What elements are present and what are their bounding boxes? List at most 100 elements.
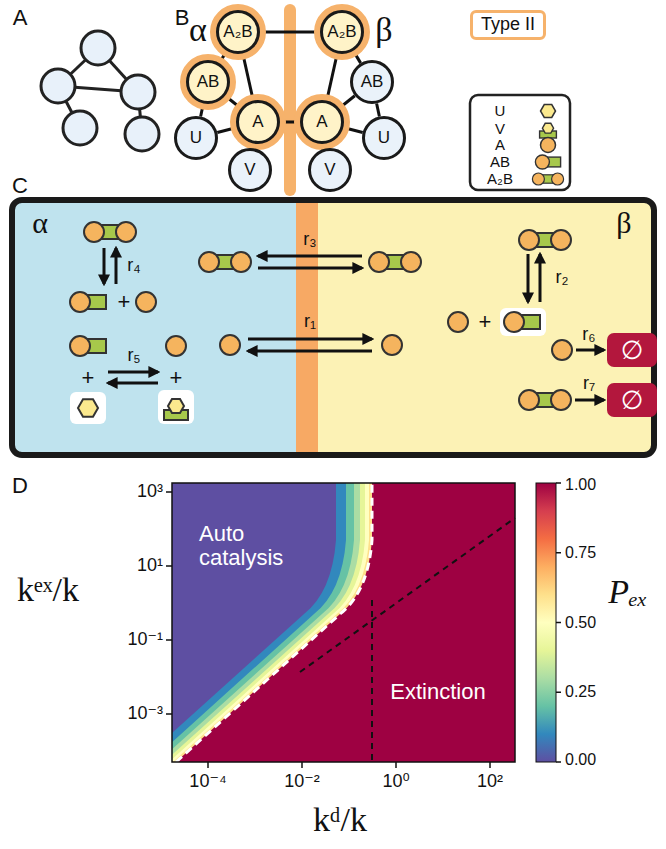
reaction-panel	[115, 248, 118, 284]
reaction-panel	[70, 336, 106, 356]
node-text: U	[378, 129, 390, 148]
legend-item: A₂B	[487, 171, 513, 188]
colorbar	[536, 483, 561, 762]
axis-tick: 10⁻⁴	[189, 772, 226, 792]
reaction-panel	[318, 200, 654, 455]
node-text: V	[244, 161, 255, 180]
rate-label: r₄	[127, 256, 140, 276]
reaction-panel	[70, 292, 106, 312]
species-circle: A₂B	[216, 10, 260, 54]
circle-outline	[352, 62, 393, 103]
reaction-panel	[104, 248, 604, 400]
heatmap	[301, 762, 303, 768]
node-text: ∅	[621, 386, 644, 415]
link-line	[377, 104, 380, 117]
legend-text: V	[495, 120, 505, 137]
node-text: ∅	[621, 336, 644, 365]
legend-text: U	[495, 102, 506, 119]
circle-outline	[302, 102, 343, 143]
colorbar	[556, 692, 561, 694]
reaction-panel	[519, 230, 571, 250]
reaction-panel	[70, 392, 106, 424]
species-circle: V	[228, 148, 272, 192]
legend-box	[541, 138, 556, 153]
colorbar-tick: 0.50	[565, 614, 596, 632]
reaction-panel	[220, 335, 240, 355]
region-name: Extinction	[390, 680, 485, 704]
rate-label: r₅	[127, 346, 140, 366]
reaction-panel	[248, 350, 372, 353]
node-text: AB	[361, 73, 384, 92]
link-line	[327, 53, 337, 100]
legend-box	[535, 155, 560, 169]
sink-box: ∅	[607, 383, 657, 417]
compartment-label: β	[616, 206, 631, 239]
link-line	[260, 31, 320, 34]
rate-label: r₆	[582, 325, 595, 345]
colorbar	[556, 483, 561, 762]
network-sketch	[41, 69, 75, 103]
plus-sign: +	[82, 366, 95, 390]
colorbar	[556, 761, 561, 763]
circle-outline	[364, 118, 405, 159]
reaction-panel	[527, 254, 530, 302]
reaction-panel	[12, 200, 654, 455]
colorbar	[556, 482, 561, 484]
compartment-label: β	[375, 11, 392, 48]
reaction-panel	[258, 255, 362, 258]
region-name: Auto catalysis	[199, 522, 311, 570]
heatmap-band	[172, 483, 336, 762]
axis-tick: 10³	[137, 482, 163, 502]
network-sketch	[41, 31, 159, 151]
circle-outline	[230, 150, 271, 191]
colorbar	[556, 622, 561, 624]
reaction-panel	[78, 399, 98, 416]
node-text: AB	[197, 73, 220, 92]
axis-tick: 10²	[477, 772, 503, 792]
circle-outline	[238, 102, 279, 143]
axis-title: kᵈ/k	[313, 801, 367, 838]
legend-item: A	[495, 137, 505, 154]
panel-label: B	[175, 6, 190, 30]
reaction-panel	[12, 200, 654, 455]
colorbar	[536, 483, 556, 762]
reaction-panel	[84, 222, 136, 242]
circle-outline	[218, 12, 259, 53]
reaction-panel	[158, 390, 194, 424]
legend-item: V	[495, 121, 505, 138]
plus-sign: +	[479, 310, 492, 334]
node-text: A₂B	[327, 23, 356, 42]
heatmap	[176, 483, 372, 762]
network-sketch	[63, 111, 97, 145]
reaction-panel	[12, 200, 296, 455]
colorbar-title: Pₑₓ	[608, 573, 647, 610]
species-circle: A	[236, 100, 280, 144]
rate-label: r₃	[303, 230, 316, 250]
plus-sign: +	[170, 366, 183, 390]
heatmap	[489, 762, 491, 768]
colorbar-tick: 0.00	[565, 751, 596, 769]
axis-tick: 10⁻³	[127, 704, 163, 724]
axis-tick: 10⁰	[382, 772, 409, 792]
colorbar-tick: 0.25	[565, 683, 596, 701]
compartment-label: α	[189, 11, 207, 48]
reaction-panel	[382, 335, 402, 355]
reaction-panel	[103, 248, 106, 284]
type-two-halo	[318, 8, 366, 56]
legend-text: A₂B	[487, 170, 513, 187]
heatmap	[172, 483, 515, 762]
heatmap	[166, 713, 172, 715]
node-text: V	[324, 161, 335, 180]
legend-box	[540, 123, 557, 138]
reaction-panel	[136, 292, 156, 312]
plus-sign: +	[118, 290, 131, 314]
reaction-panel	[12, 200, 654, 455]
reaction-panel	[539, 254, 542, 302]
reaction-panel	[258, 267, 362, 270]
panel-label: C	[12, 174, 28, 198]
type-two-halo	[298, 98, 346, 146]
node-text: A	[316, 113, 327, 132]
heatmap	[136, 483, 515, 768]
legend-item: AB	[490, 154, 510, 171]
sink-box: ∅	[607, 333, 657, 367]
